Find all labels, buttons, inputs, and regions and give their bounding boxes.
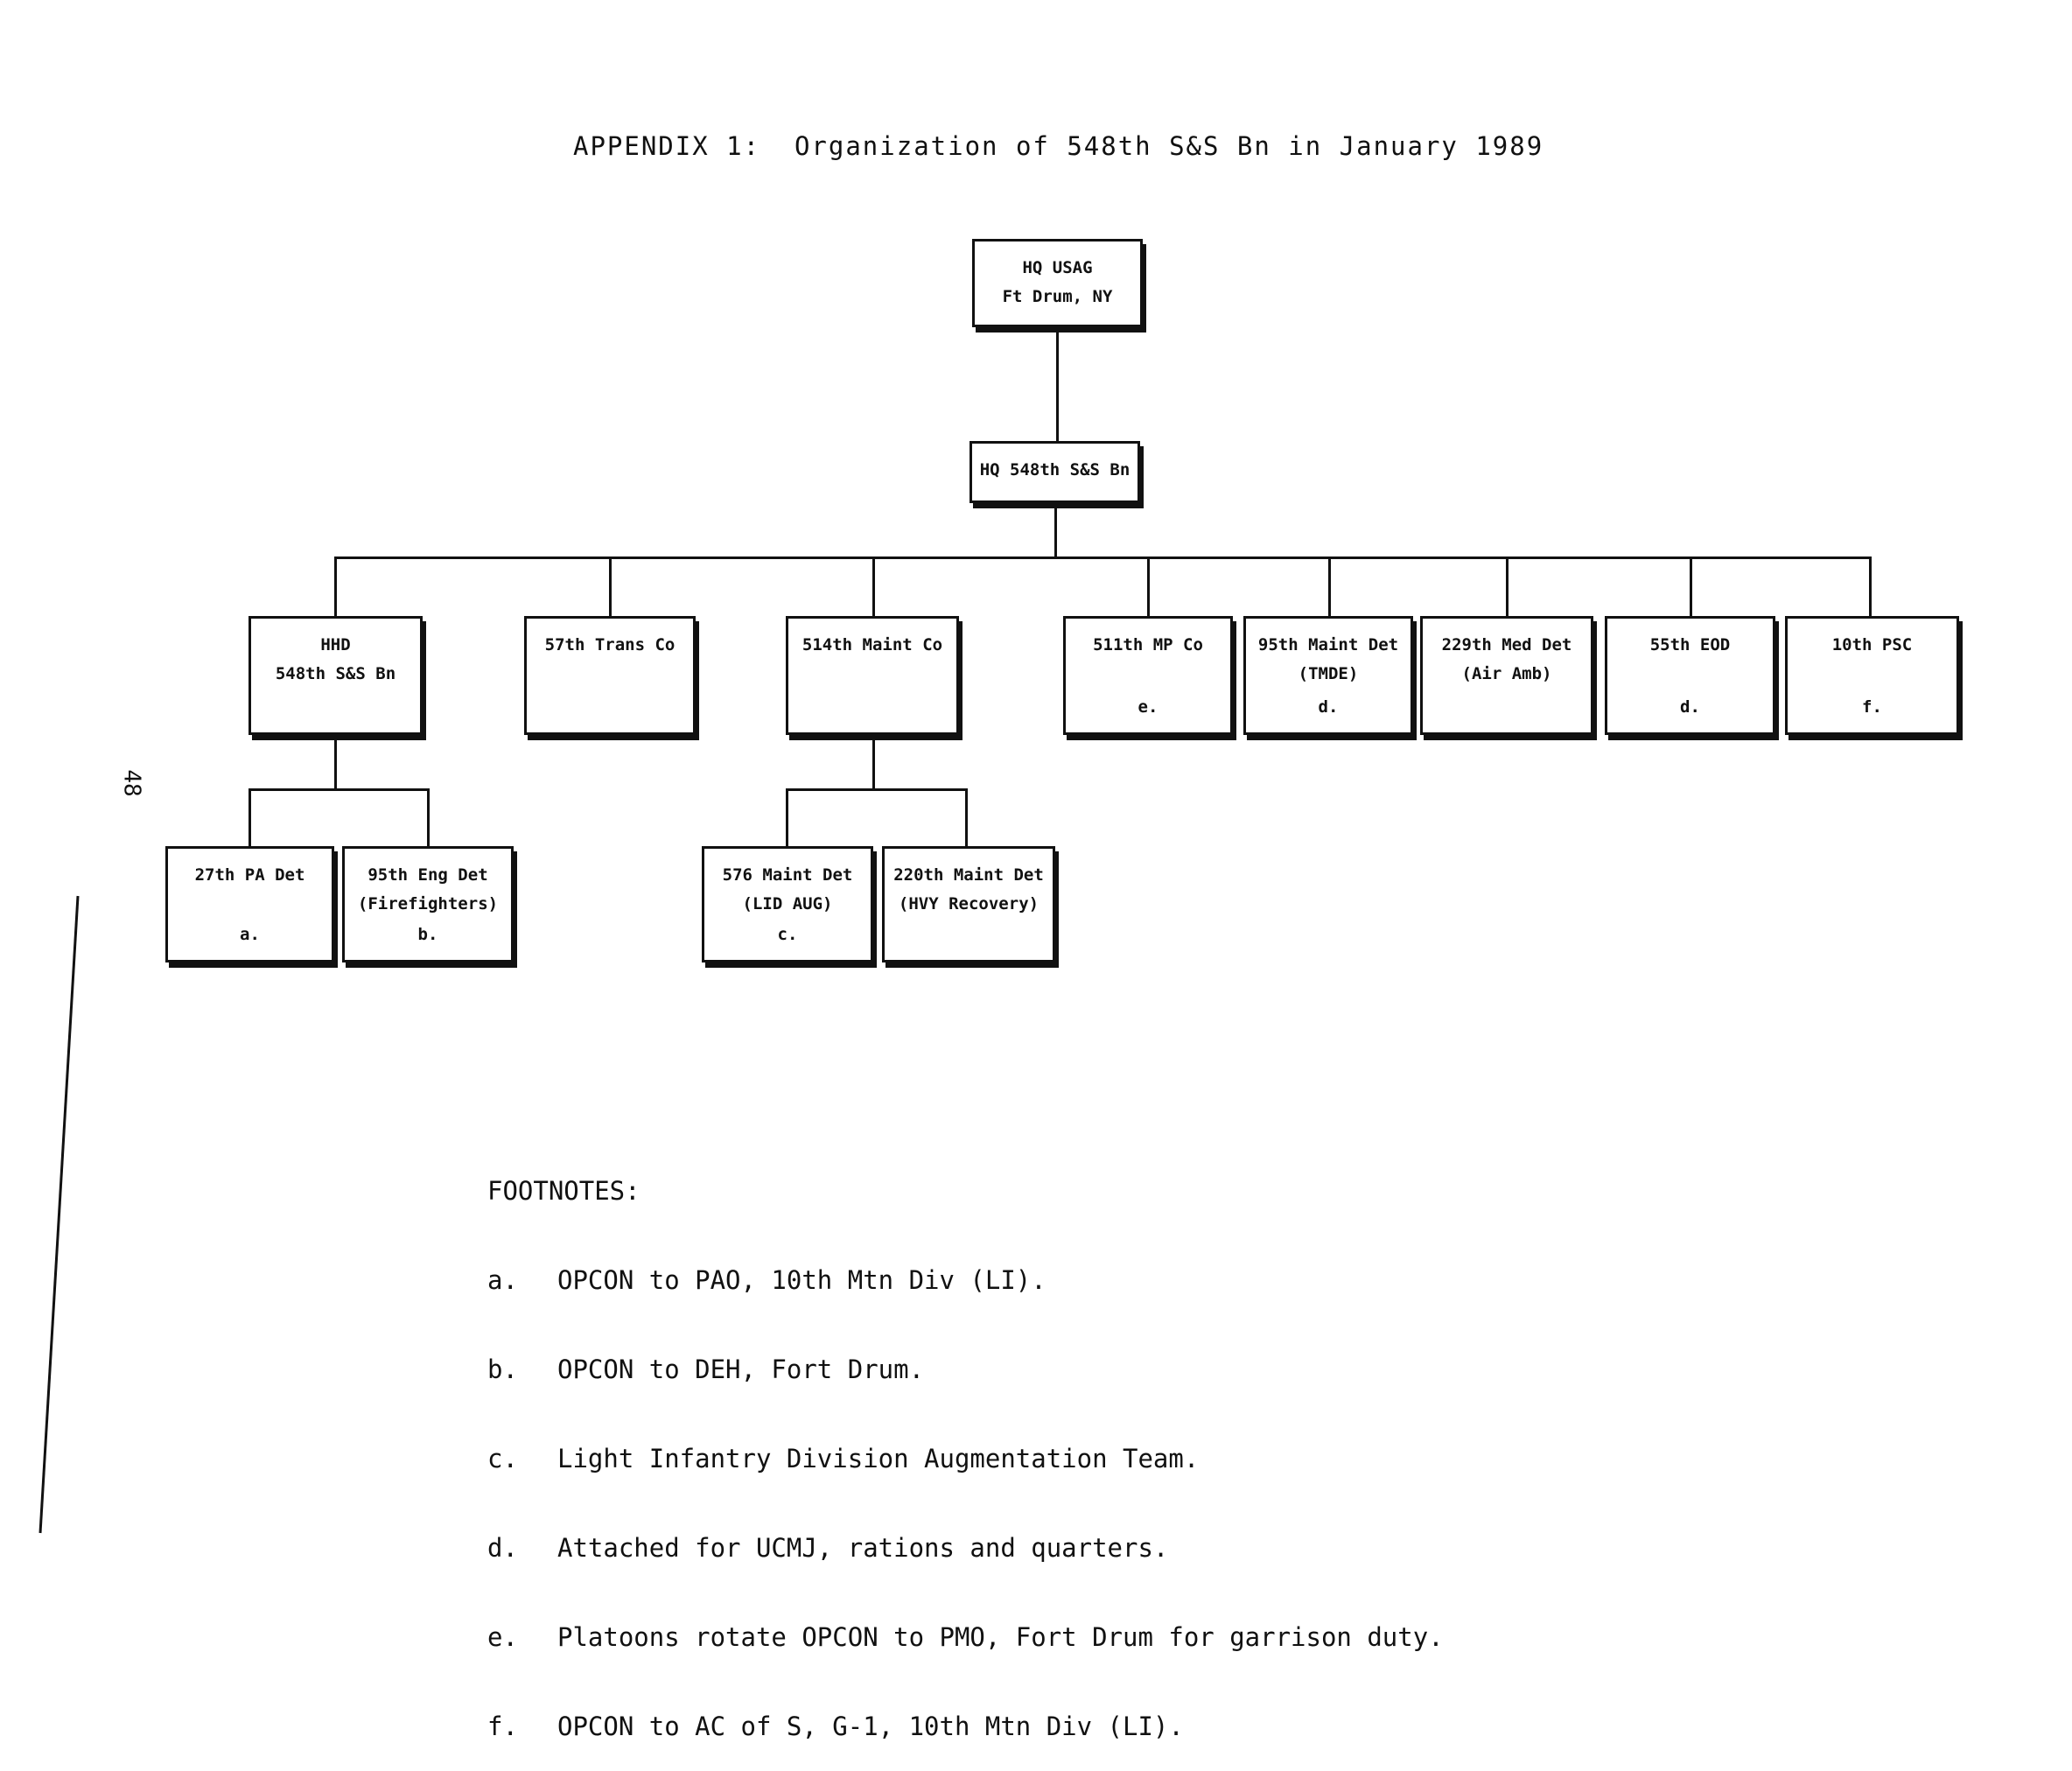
box-line1: 27th PA Det <box>194 865 305 885</box>
footnote-text: OPCON to AC of S, G-1, 10th Mtn Div (LI)… <box>557 1712 1184 1741</box>
box-line1: 514th Maint Co <box>802 635 943 654</box>
footnote-key: b. <box>487 1354 518 1384</box>
footnote-ref: d. <box>1318 697 1339 717</box>
footnote-text: Platoons rotate OPCON to PMO, Fort Drum … <box>557 1622 1444 1652</box>
box-line1: HHD <box>320 635 351 654</box>
box-line2: Ft Drum, NY <box>1002 287 1113 306</box>
connector <box>1690 556 1692 616</box>
box-line1: 220th Maint Det <box>893 865 1044 885</box>
footnote-key: e. <box>487 1622 518 1652</box>
box-line2: (LID AUG) <box>742 894 833 914</box>
connector <box>1054 503 1057 557</box>
org-box-220th-maint: 220th Maint Det (HVY Recovery) <box>882 846 1055 962</box>
box-line1: 95th Maint Det <box>1257 635 1399 654</box>
connector <box>1506 556 1508 616</box>
footnotes: FOOTNOTES: a. OPCON to PAO, 10th Mtn Div … <box>487 1116 1444 1771</box>
box-line1: 10th PSC <box>1831 635 1913 654</box>
footnote-ref: c. <box>777 925 798 944</box>
box-line2: (Air Amb) <box>1461 664 1552 683</box>
connector <box>965 788 968 846</box>
footnote-item: e. Platoons rotate OPCON to PMO, Fort Dru… <box>487 1622 1444 1652</box>
org-box-hhd: HHD 548th S&S Bn <box>248 616 423 735</box>
footnote-key: f. <box>487 1712 518 1741</box>
box-line1: 55th EOD <box>1649 635 1731 654</box>
footnote-text: OPCON to PAO, 10th Mtn Div (LI). <box>557 1265 1046 1295</box>
connector <box>427 788 430 846</box>
org-box-55th-eod: 55th EOD d. <box>1605 616 1775 735</box>
footnote-item: b. OPCON to DEH, Fort Drum. <box>487 1354 1444 1384</box>
connector <box>786 788 788 846</box>
connector <box>334 556 337 616</box>
box-line1: 95th Eng Det <box>368 865 488 885</box>
box-line1: HQ 548th S&S Bn <box>979 460 1130 480</box>
footnote-text: OPCON to DEH, Fort Drum. <box>557 1354 925 1384</box>
footnote-ref: f. <box>1862 697 1882 717</box>
connector <box>872 556 875 616</box>
connector <box>786 788 967 791</box>
box-line1: 576 Maint Det <box>722 865 853 885</box>
box-line1: HQ USAG <box>1022 258 1093 277</box>
footnote-ref: e. <box>1138 697 1158 717</box>
connector <box>1056 327 1059 441</box>
footnote-text: Light Infantry Division Augmentation Tea… <box>557 1444 1200 1474</box>
box-line2: (HVY Recovery) <box>898 894 1040 914</box>
org-box-10th-psc: 10th PSC f. <box>1785 616 1959 735</box>
footnotes-heading: FOOTNOTES: <box>487 1176 640 1206</box>
box-line2: (TMDE) <box>1298 664 1359 683</box>
footnote-ref: d. <box>1680 697 1700 717</box>
footnote-ref: b. <box>417 925 438 944</box>
footnote-item: c. Light Infantry Division Augmentation T… <box>487 1444 1444 1474</box>
org-box-511th-mp: 511th MP Co e. <box>1063 616 1233 735</box>
page-title: APPENDIX 1: Organization of 548th S&S Bn… <box>573 131 1544 161</box>
org-box-27th-pa: 27th PA Det a. <box>165 846 334 962</box>
footnote-key: c. <box>487 1444 518 1474</box>
org-box-95th-maint: 95th Maint Det (TMDE) d. <box>1243 616 1413 735</box>
org-box-hq-usag: HQ USAG Ft Drum, NY <box>972 239 1143 327</box>
box-line2: (Firefighters) <box>357 894 499 914</box>
org-box-57th-trans: 57th Trans Co <box>524 616 696 735</box>
footnote-ref: a. <box>240 925 260 944</box>
box-line2: 548th S&S Bn <box>275 664 396 683</box>
org-box-229th-med: 229th Med Det (Air Amb) <box>1420 616 1593 735</box>
connector <box>1147 556 1150 616</box>
box-line1: 511th MP Co <box>1093 635 1203 654</box>
connector <box>248 788 429 791</box>
footnote-item: f. OPCON to AC of S, G-1, 10th Mtn Div (L… <box>487 1712 1444 1741</box>
connector <box>1328 556 1331 616</box>
connector <box>872 740 875 789</box>
org-box-514th-maint: 514th Maint Co <box>786 616 959 735</box>
margin-line <box>38 895 80 1534</box>
footnote-key: a. <box>487 1265 518 1295</box>
org-box-576-maint: 576 Maint Det (LID AUG) c. <box>702 846 873 962</box>
footnote-key: d. <box>487 1533 518 1563</box>
org-box-hq-548th: HQ 548th S&S Bn <box>970 441 1140 503</box>
box-line1: 229th Med Det <box>1441 635 1572 654</box>
org-box-95th-eng: 95th Eng Det (Firefighters) b. <box>342 846 514 962</box>
footnote-item: d. Attached for UCMJ, rations and quarter… <box>487 1533 1444 1563</box>
connector <box>609 556 612 616</box>
connector <box>248 788 251 846</box>
connector <box>334 556 1871 559</box>
footnote-item: a. OPCON to PAO, 10th Mtn Div (LI). <box>487 1265 1444 1295</box>
connector <box>334 740 337 789</box>
connector <box>1869 556 1872 616</box>
box-line1: 57th Trans Co <box>544 635 676 654</box>
footnote-text: Attached for UCMJ, rations and quarters. <box>557 1533 1169 1563</box>
